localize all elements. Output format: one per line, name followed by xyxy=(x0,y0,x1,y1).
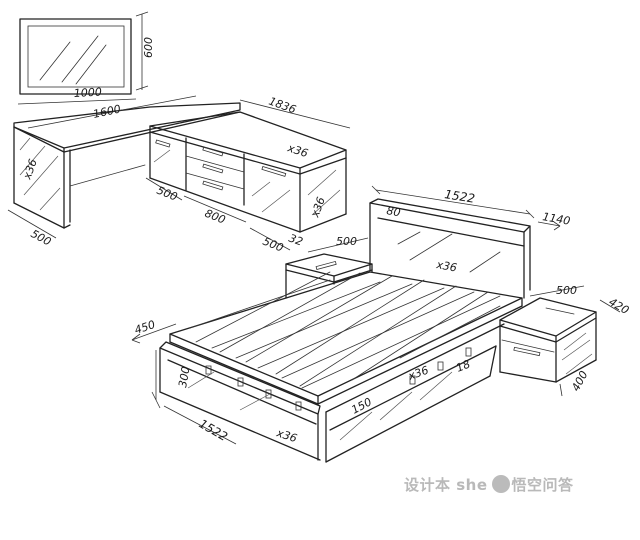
cabinet-front-depth-label: 500 xyxy=(261,235,285,255)
bed-frame-end-label: 450 xyxy=(133,318,157,337)
headboard-thickness-label: x36 xyxy=(434,258,457,275)
bed-footboard-height-label: 300 xyxy=(176,366,192,389)
nightstand-right-width-dimension: 420 xyxy=(599,295,632,317)
mirror-width-label: 1000 xyxy=(73,86,102,100)
desk xyxy=(13,102,241,229)
cabinet-depth-dimension: 500 xyxy=(145,177,183,204)
cabinet-front-depth-dimension: 500 xyxy=(249,227,291,255)
watermark-text-left: 设计本 she xyxy=(404,476,488,494)
cabinet-edge-label: 32 xyxy=(287,232,305,249)
drawer-width-label: 800 xyxy=(203,207,227,227)
nightstand-left-depth-label: 500 xyxy=(336,235,357,248)
watermark: 设计本 she 悟空问答 xyxy=(404,474,574,496)
nightstand-right-depth-dimension: 500 xyxy=(529,284,585,297)
desk-length-dimension: 1600 xyxy=(27,95,197,129)
headboard-height-label: 1140 xyxy=(541,210,571,228)
headboard-height-dimension: 1140 xyxy=(537,210,571,231)
bed-width-label: 1522 xyxy=(197,416,230,443)
bed-footboard-height-dimension: 300 xyxy=(151,350,193,409)
cabinet-length-dimension: 1836 xyxy=(239,95,351,129)
bed-width-dimension: 1522 xyxy=(163,405,237,445)
desk-depth-dimension: 500 xyxy=(7,209,57,249)
mattress-quilting xyxy=(189,271,501,389)
watermark-text-right: 悟空问答 xyxy=(511,476,574,494)
desk-depth-label: 500 xyxy=(29,227,54,248)
bed xyxy=(159,271,523,463)
nightstand-left-depth-dimension: 500 xyxy=(307,235,369,253)
cabinet-thickness-label: x36 xyxy=(285,141,309,160)
bed-rail-label: 18 xyxy=(454,357,472,374)
nightstand-right-depth-label: 500 xyxy=(556,284,577,297)
bed-frame-end-dimension: 450 xyxy=(131,318,177,344)
headboard-top-label: 80 xyxy=(385,204,401,219)
desk-thickness-label: x36 xyxy=(20,157,40,182)
nightstand-left xyxy=(285,253,373,299)
nightstand-right-height-dimension: 400 xyxy=(559,369,591,397)
bed-inner-thickness-label: x36 xyxy=(406,364,431,384)
cabinet-side-thickness-label: x36 xyxy=(308,195,328,220)
bed-side-thickness-label: x36 xyxy=(274,426,298,445)
headboard-width-dimension: 1522 xyxy=(371,185,535,219)
cabinet xyxy=(149,111,347,233)
drawer-width-dimension: 800 xyxy=(183,195,247,227)
mirror-height-label: 600 xyxy=(142,37,155,58)
mirror-height-dimension: 600 xyxy=(135,11,155,91)
cabinet-length-label: 1836 xyxy=(267,95,298,117)
desk-length-label: 1600 xyxy=(92,102,122,121)
headboard-width-label: 1522 xyxy=(444,187,476,206)
nightstand-right xyxy=(499,297,597,383)
watermark-logo-icon xyxy=(491,475,510,493)
nightstand-right-width-label: 420 xyxy=(607,295,632,317)
mirror xyxy=(19,18,132,95)
headboard xyxy=(369,198,531,299)
mirror-width-dimension: 1000 xyxy=(17,86,137,105)
